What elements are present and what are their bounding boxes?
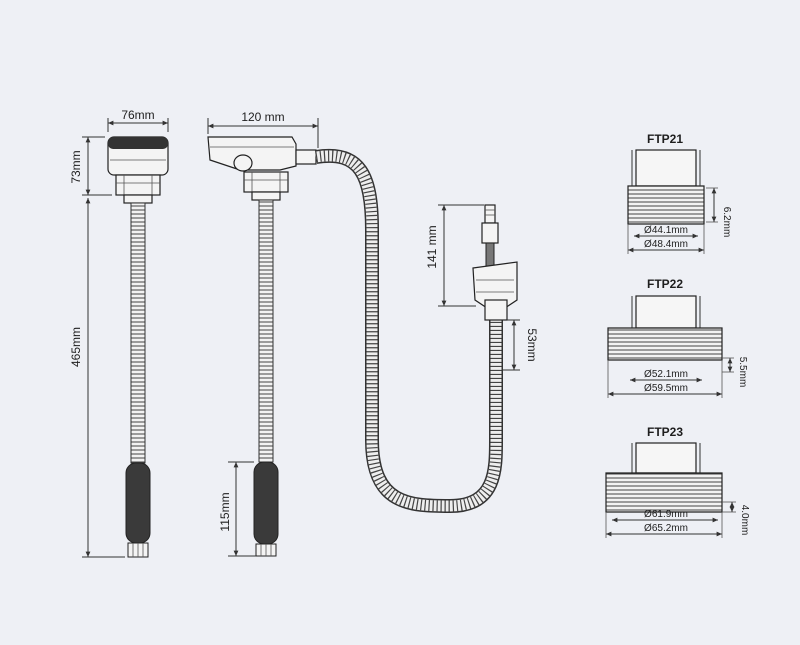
dim-left-total: 465mm (69, 198, 125, 558)
fitting-ftp23: FTP23 4.0mm Ø61.9mm Ø65.2mm (605, 425, 750, 538)
fitting-ftp22-label: FTP22 (647, 277, 683, 291)
fitting-ftp22-outer: Ø59.5mm (644, 383, 688, 394)
left-pump (107, 136, 169, 558)
fitting-ftp22: FTP22 5.5mm Ø52.1mm Ø59.5mm (607, 277, 748, 398)
fitting-ftp23-thread: 4.0mm (739, 505, 750, 536)
dim-right-width: 120 mm (207, 110, 319, 148)
dim-left-width: 76mm (107, 108, 169, 132)
dim-label-76: 76mm (121, 108, 154, 122)
dim-label-53: 53mm (525, 328, 539, 361)
discharge-hose (314, 148, 503, 514)
dim-label-73: 73mm (69, 150, 83, 183)
dim-outlet-height: 141 mm (425, 204, 484, 307)
dim-right-handle: 115mm (218, 461, 256, 557)
fitting-ftp21-label: FTP21 (647, 132, 683, 146)
left-pump-cap (108, 137, 168, 149)
right-pump-tube (258, 199, 274, 463)
fitting-ftp23-label: FTP23 (647, 425, 683, 439)
fitting-ftp21-thread: 6.2mm (721, 207, 732, 238)
dim-outlet-lower: 53mm (503, 319, 539, 371)
fitting-ftp22-inner: Ø52.1mm (644, 369, 688, 380)
left-pump-tube (130, 202, 146, 464)
right-pump-outlet (295, 149, 317, 165)
right-pump-knob (233, 154, 253, 172)
right-pump (207, 136, 317, 557)
dim-label-141: 141 mm (425, 225, 439, 268)
dim-label-115: 115mm (218, 492, 232, 531)
fitting-ftp23-outer: Ø65.2mm (644, 523, 688, 534)
outlet-fitting (472, 204, 518, 321)
fitting-ftp22-thread: 5.5mm (737, 357, 748, 388)
left-pump-collar (115, 174, 161, 196)
left-pump-handle (125, 462, 151, 544)
right-pump-handle (253, 461, 279, 545)
fitting-ftp21: FTP21 6.2mm Ø44.1mm Ø48.4mm (627, 132, 732, 254)
fitting-ftp21-outer: Ø48.4mm (644, 239, 688, 250)
right-pump-collar (243, 171, 289, 193)
fitting-ftp21-inner: Ø44.1mm (644, 225, 688, 236)
dim-label-120: 120 mm (241, 110, 284, 124)
fitting-ftp23-inner: Ø61.9mm (644, 509, 688, 520)
right-pump-head (207, 136, 297, 171)
dim-left-head-height: 73mm (69, 136, 112, 196)
dim-label-465: 465mm (69, 327, 83, 367)
